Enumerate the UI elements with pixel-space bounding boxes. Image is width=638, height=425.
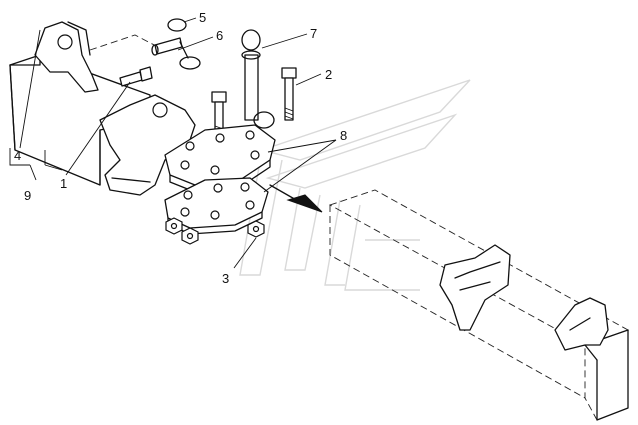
beam-bracket-front: [439, 244, 511, 331]
bolt-small: [119, 66, 153, 87]
frame-beam: [328, 189, 630, 421]
locking-pin: [151, 37, 201, 70]
callout-5: 5: [199, 10, 206, 25]
pin-ring: [253, 111, 275, 129]
mount-bracket: [99, 94, 196, 196]
callout-8: 8: [340, 128, 347, 143]
hook-bracket: [34, 21, 99, 93]
callout-1: 1: [60, 176, 67, 191]
retaining-ring: [167, 18, 187, 32]
assembly-arrow: [269, 184, 323, 213]
callout-6: 6: [216, 28, 223, 43]
nut-group: [165, 217, 265, 245]
clamp-plate-upper: [164, 124, 276, 193]
callout-4: 4: [14, 148, 21, 163]
watermark-emblem: [239, 79, 471, 291]
callout-3: 3: [222, 271, 229, 286]
leader-lines: [9, 17, 337, 269]
coupling-pin: [241, 29, 275, 129]
pin-axis-line: [89, 34, 161, 51]
callout-2: 2: [325, 67, 332, 82]
beam-bracket-rear: [554, 297, 609, 351]
callout-7: 7: [310, 26, 317, 41]
callout-9: 9: [24, 188, 31, 203]
long-bolt-right: [281, 67, 297, 121]
